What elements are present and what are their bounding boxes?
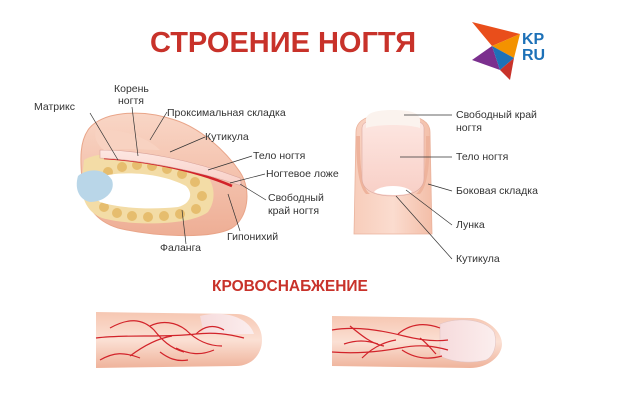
label-nail-bed: Ногтевое ложе	[266, 168, 339, 180]
label-matrix: Матрикс	[34, 101, 75, 113]
vessels-2	[331, 324, 449, 359]
vessels-1	[95, 320, 245, 362]
label-free-edge-right-line2: ногтя	[456, 122, 482, 134]
bird-logo-icon	[472, 22, 520, 80]
label-free-edge-right-line1: Свободный край	[456, 109, 537, 121]
label-free-edge-line2: край ногтя	[268, 205, 319, 217]
label-cuticle-right: Кутикула	[456, 253, 500, 265]
label-nail-body: Тело ногтя	[253, 150, 305, 162]
label-nail-body-right: Тело ногтя	[456, 151, 508, 163]
logo-text-ru: RU	[522, 47, 545, 64]
label-root-line2: ногтя	[118, 95, 144, 107]
label-lateral-fold: Боковая складка	[456, 185, 538, 197]
right-leader-lines	[395, 114, 453, 260]
left-leader-lines	[89, 106, 267, 245]
finger-cross-section	[76, 112, 248, 237]
label-cuticle: Кутикула	[205, 131, 249, 143]
label-hyponychium: Гипонихий	[227, 231, 278, 243]
blood-supply-finger-2	[331, 316, 502, 368]
label-free-edge-line1: Свободный	[268, 192, 324, 204]
finger-top-view	[353, 110, 433, 235]
label-root-line1: Корень	[114, 83, 149, 95]
label-phalanx: Фаланга	[160, 242, 201, 254]
logo-text-kp: KP	[522, 31, 545, 48]
kp-logo: KP RU	[472, 22, 545, 80]
label-lunula: Лунка	[456, 219, 485, 231]
blood-supply-finger-1	[95, 312, 262, 368]
label-proximal-fold: Проксимальная складка	[167, 107, 286, 119]
page-title: СТРОЕНИЕ НОГТЯ	[150, 27, 416, 59]
section-title-blood-supply: КРОВОСНАБЖЕНИЕ	[212, 278, 368, 295]
